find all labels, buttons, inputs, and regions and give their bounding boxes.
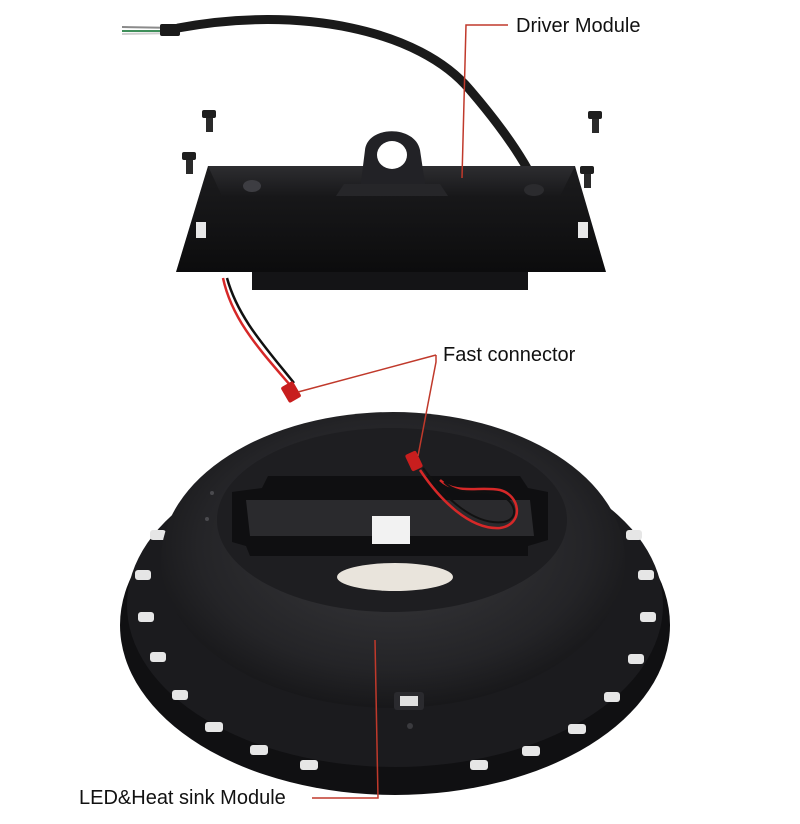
screw-group bbox=[182, 110, 602, 188]
leader-driver bbox=[461, 24, 508, 179]
driver-module-housing bbox=[176, 131, 606, 290]
screw-icon bbox=[588, 111, 602, 133]
leader-led bbox=[312, 639, 379, 799]
screw-icon bbox=[202, 110, 216, 132]
heatsink-wires bbox=[405, 450, 519, 530]
leader-lines bbox=[297, 24, 508, 799]
leader-connector-left bbox=[297, 354, 437, 393]
driver-output-wires bbox=[221, 277, 301, 403]
heatsink-fins bbox=[135, 530, 656, 770]
leader-connector-right bbox=[417, 355, 437, 457]
driver-cable bbox=[121, 15, 543, 195]
driver-module-label: Driver Module bbox=[516, 15, 641, 37]
connector-icon bbox=[405, 450, 423, 472]
screw-icon bbox=[580, 166, 594, 188]
led-heat-sink-label: LED&Heat sink Module bbox=[79, 787, 286, 809]
fast-connector-label: Fast connector bbox=[443, 344, 576, 366]
heatsink-module bbox=[120, 412, 670, 795]
connector-icon bbox=[281, 381, 301, 403]
screw-icon bbox=[182, 152, 196, 174]
